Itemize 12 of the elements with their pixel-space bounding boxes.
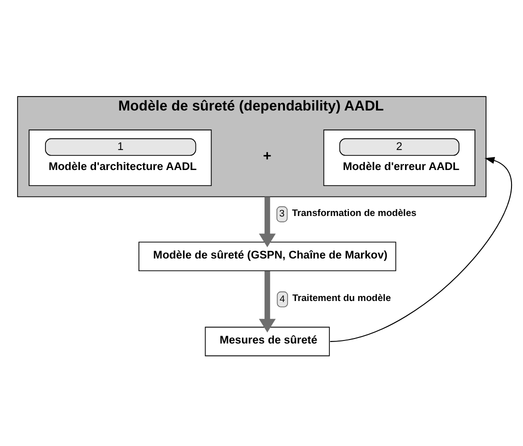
edge-label: Transformation de modèles	[292, 208, 416, 219]
node-box: 2 Modèle d'erreur AADL	[323, 130, 476, 186]
label: 4	[280, 294, 285, 305]
node-box: 1 Modèle d'architecture AADL	[28, 130, 212, 186]
arrow	[258, 196, 276, 248]
label: +	[262, 148, 272, 164]
label: 3	[279, 208, 285, 220]
node-box: Mesures de sûreté	[204, 326, 330, 356]
arrow	[258, 271, 276, 332]
edge-label: Traitement du modèle	[292, 293, 391, 304]
arrow	[330, 157, 512, 342]
node-box: Modèle de sûreté (GSPN, Chaîne de Markov)	[138, 242, 396, 272]
